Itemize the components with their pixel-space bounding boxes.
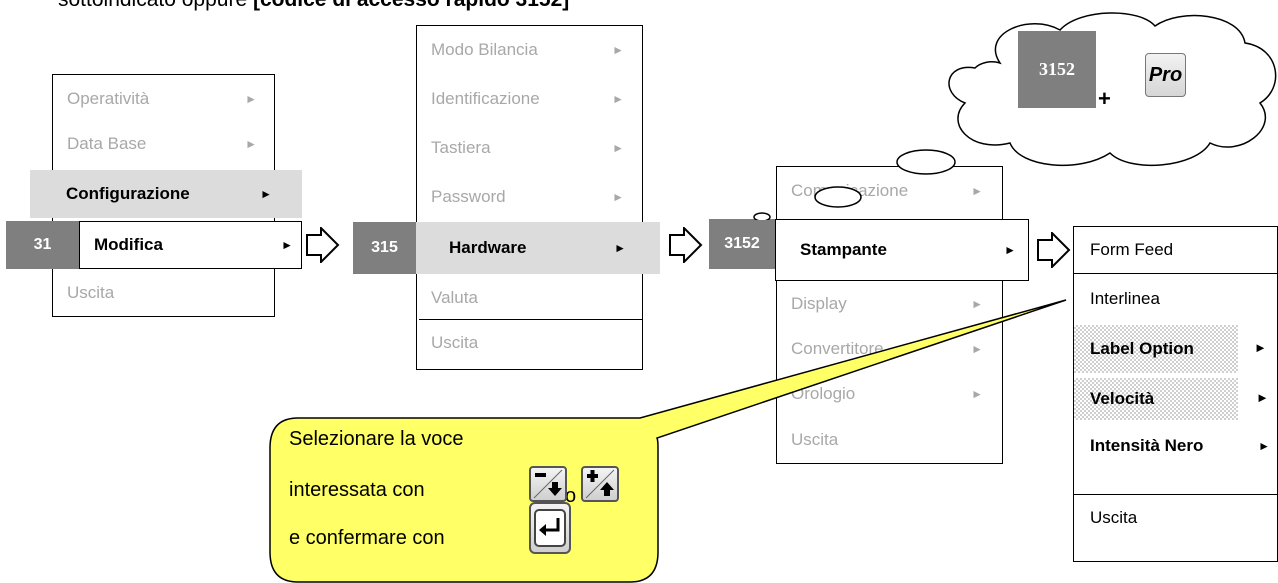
arrow-right-icon: ►	[614, 241, 626, 255]
menu2-item-identificazione[interactable]: Identificazione ►	[419, 77, 642, 121]
callout-or: o	[565, 485, 577, 507]
arrow-right-icon: ►	[612, 190, 624, 204]
arrow-right-icon: ►	[245, 137, 257, 151]
menu4-item-label: Form Feed	[1090, 240, 1174, 259]
menu2-item-label: Modo Bilancia	[431, 40, 538, 59]
arrow-right-icon: ►	[971, 387, 983, 401]
pro-key-icon: Pro	[1145, 53, 1186, 97]
arrow-right-icon: ►	[612, 141, 624, 155]
menu2-item-label: Tastiera	[431, 138, 491, 157]
menu2-item-label: Identificazione	[431, 89, 540, 108]
thought-bubble-small	[753, 212, 771, 220]
menu2-code-badge: 315	[353, 222, 416, 274]
arrow-right-icon: ►	[1258, 439, 1270, 453]
arrow-right-icon: ►	[971, 184, 983, 198]
menu4-item-form-feed[interactable]: Form Feed	[1074, 227, 1278, 274]
minus-down-key-icon	[529, 466, 567, 502]
menu1-item-label: Uscita	[67, 283, 115, 302]
callout-line-2: interessata con	[289, 479, 425, 501]
menu2-item-modo-bilancia[interactable]: Modo Bilancia ►	[419, 28, 642, 72]
menu3-frame	[776, 166, 1003, 464]
thought-bubble-large	[896, 149, 956, 175]
menu1-code-badge: 31	[6, 221, 79, 269]
cloud-code-badge: 3152	[1018, 31, 1096, 108]
menu1-item-label: Data Base	[67, 134, 147, 153]
header-bold-code: [codice di accesso rapido 3152]	[253, 0, 569, 11]
flow-arrow-icon	[306, 227, 340, 263]
flow-arrow-icon	[669, 227, 703, 263]
plus-up-key-icon	[581, 466, 619, 502]
callout-line-3: e confermare con	[289, 527, 445, 549]
arrow-right-icon: ►	[1004, 243, 1016, 257]
menu1-item-uscita[interactable]: Uscita	[55, 272, 275, 314]
menu1-item-label: Operatività	[67, 89, 150, 108]
arrow-right-icon: ►	[281, 238, 293, 252]
menu1-item-label: Modifica	[94, 235, 163, 254]
arrow-right-icon: ►	[971, 342, 983, 356]
menu1-item-configurazione[interactable]: Configurazione ►	[30, 170, 302, 218]
arrow-right-icon: ►	[971, 297, 983, 311]
arrow-right-icon: ►	[612, 43, 624, 57]
header-instruction: sottoindicato oppure [codice di accesso …	[58, 0, 569, 12]
menu2-item-label: Uscita	[431, 333, 479, 352]
callout-shape	[269, 299, 1067, 583]
menu2-item-label: Hardware	[449, 238, 527, 257]
menu4-item-velocita[interactable]: Velocità	[1074, 378, 1238, 420]
menu3-item-convertitore[interactable]: Convertitore ►	[779, 327, 1001, 371]
menu2-item-label: Password	[431, 187, 506, 206]
menu3-item-orologio[interactable]: Orologio ►	[779, 372, 1001, 416]
menu2-item-uscita[interactable]: Uscita	[419, 321, 642, 365]
cloud-plus: +	[1098, 86, 1111, 111]
thought-bubbles	[753, 149, 956, 220]
header-prefix: sottoindicato oppure	[58, 0, 253, 11]
menu1-item-label: Configurazione	[66, 184, 190, 203]
menu4-item-intensita-nero[interactable]: Intensità Nero ►	[1074, 423, 1278, 469]
arrow-right-icon: ►	[245, 92, 257, 106]
menu2-item-tastiera[interactable]: Tastiera ►	[419, 126, 642, 170]
menu3-item-stampante[interactable]: Stampante ►	[775, 219, 1029, 281]
menu4-item-label: Label Option	[1090, 339, 1194, 358]
menu2-item-password[interactable]: Password ►	[419, 175, 642, 219]
menu3-item-label: Uscita	[791, 430, 839, 449]
menu3-item-label: Convertitore	[791, 339, 884, 358]
menu3-item-label: Orologio	[791, 384, 856, 403]
menu3-code-badge: 3152	[709, 219, 775, 269]
menu2-item-hardware[interactable]: Hardware ►	[416, 222, 660, 274]
enter-key-icon	[529, 502, 571, 554]
arrow-right-icon: ►	[1254, 340, 1267, 355]
menu3-item-uscita[interactable]: Uscita	[779, 418, 1001, 462]
menu3-item-label: Display	[791, 294, 847, 313]
arrow-right-icon: ►	[1256, 390, 1269, 405]
menu4-divider	[1074, 494, 1278, 495]
menu2-item-valuta[interactable]: Valuta	[419, 276, 642, 320]
menu2-item-label: Valuta	[431, 287, 478, 307]
arrow-right-icon: ►	[612, 92, 624, 106]
flow-arrow-icon	[1037, 232, 1071, 268]
menu4-item-label: Uscita	[1090, 508, 1138, 527]
menu3-item-label: Stampante	[800, 240, 887, 259]
menu1-item-database[interactable]: Data Base ►	[55, 123, 275, 165]
arrow-right-icon: ►	[260, 187, 272, 201]
menu3-item-display[interactable]: Display ►	[779, 282, 1001, 326]
thought-bubble-medium	[814, 186, 862, 208]
menu4-item-label-option[interactable]: Label Option	[1074, 325, 1238, 373]
menu1-item-operativita[interactable]: Operatività ►	[55, 78, 275, 120]
menu4-item-label: Velocità	[1090, 389, 1155, 408]
menu4-item-uscita[interactable]: Uscita	[1074, 495, 1278, 541]
menu4-item-label: Intensità Nero	[1090, 436, 1204, 455]
menu1-item-modifica[interactable]: Modifica ►	[79, 221, 302, 269]
menu4-item-label: Interlinea	[1090, 288, 1160, 308]
menu2-frame	[416, 25, 643, 370]
menu4-item-interlinea[interactable]: Interlinea	[1074, 275, 1278, 322]
callout-line-1: Selezionare la voce	[289, 428, 464, 450]
